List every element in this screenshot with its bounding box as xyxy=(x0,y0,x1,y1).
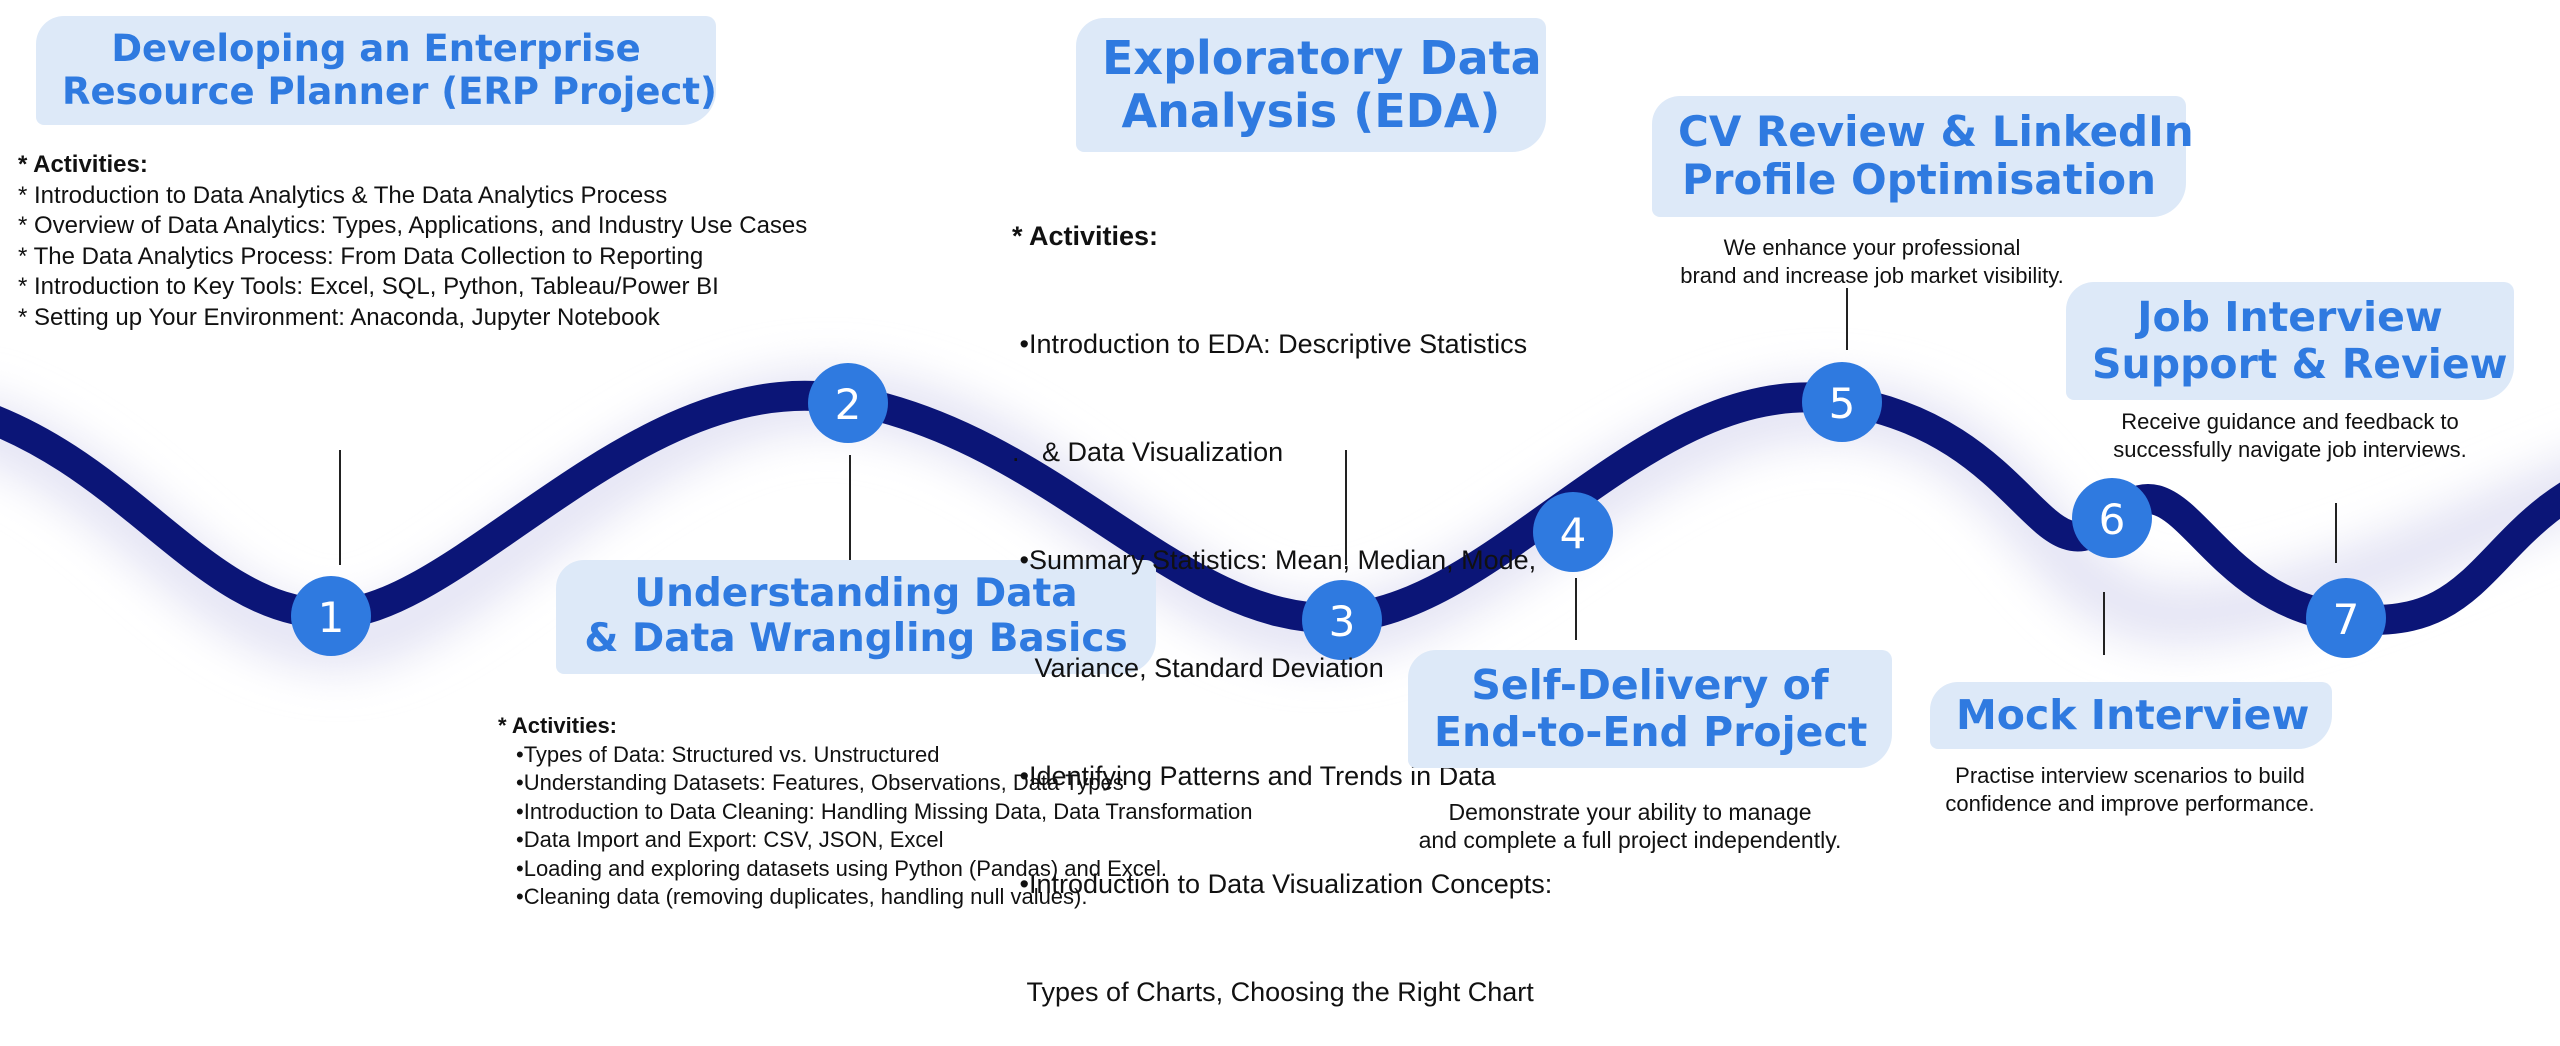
activity-item: * Introduction to Key Tools: Excel, SQL,… xyxy=(18,273,719,300)
activity-item: •Types of Data: Structured vs. Unstructu… xyxy=(516,741,940,767)
activity-item: •Identifying Patterns and Trends in Data xyxy=(1012,761,1496,791)
step-4-title: Self-Delivery of End-to-End Project xyxy=(1408,650,1892,769)
activity-item: •Summary Statistics: Mean, Median, Mode, xyxy=(1012,545,1537,575)
step-2-title: Understanding Data & Data Wrangling Basi… xyxy=(556,560,1156,674)
activities-heading: * Activities: xyxy=(498,713,618,738)
activity-item: •Introduction to Data Visualization Conc… xyxy=(1012,869,1553,899)
node-number: 1 xyxy=(318,593,345,642)
node-number: 7 xyxy=(2333,595,2360,644)
step-2-activities: * Activities: •Types of Data: Structured… xyxy=(498,712,1253,912)
activity-item: •Introduction to Data Cleaning: Handling… xyxy=(516,798,1253,824)
node-6: 6 xyxy=(2072,478,2152,558)
activity-item: * Overview of Data Analytics: Types, App… xyxy=(18,212,808,239)
node-2: 2 xyxy=(808,363,888,443)
step-5-title: CV Review & LinkedIn Profile Optimisatio… xyxy=(1652,96,2194,217)
activity-item: •Understanding Datasets: Features, Obser… xyxy=(516,770,1124,795)
step-6-title: Mock Interview xyxy=(1930,682,2332,750)
node-number: 6 xyxy=(2099,495,2126,544)
node-1: 1 xyxy=(291,576,371,656)
wave-path xyxy=(0,380,2560,635)
activity-item: * Setting up Your Environment: Anaconda,… xyxy=(18,303,660,331)
step-7-description: Receive guidance and feedback to success… xyxy=(2113,409,2467,462)
activity-item: Variance, Standard Deviation xyxy=(1012,653,1384,683)
roadmap-wave: 1 2 3 4 5 6 7 xyxy=(0,288,2560,671)
step-5-description: We enhance your professional brand and i… xyxy=(1680,235,2064,288)
activity-item: * Introduction to Data Analytics & The D… xyxy=(18,181,668,209)
step-4-description: Demonstrate your ability to manage and c… xyxy=(1418,799,1842,853)
node-number: 5 xyxy=(1829,379,1856,428)
node-5: 5 xyxy=(1802,362,1882,442)
activity-item: •Loading and exploring datasets using Py… xyxy=(516,855,1168,881)
activity-item: Types of Charts, Choosing the Right Char… xyxy=(1012,977,1534,1007)
node-4: 4 xyxy=(1533,492,1613,572)
activity-item: •Cleaning data (removing duplicates, han… xyxy=(516,884,1088,909)
node-3: 3 xyxy=(1302,580,1382,660)
activity-item: •Introduction to EDA: Descriptive Statis… xyxy=(1012,329,1528,359)
node-7: 7 xyxy=(2306,578,2386,658)
step-1-activities: * Activities: * Introduction to Data Ana… xyxy=(18,150,807,333)
node-number: 2 xyxy=(835,380,862,429)
step-7-title: Job Interview Support & Review xyxy=(2066,282,2514,401)
step-3-activities: * Activities: •Introduction to EDA: Desc… xyxy=(1012,146,1552,1046)
activity-item: . & Data Visualization xyxy=(1012,437,1284,467)
activity-item: * The Data Analytics Process: From Data … xyxy=(18,242,704,270)
node-number: 3 xyxy=(1329,597,1356,646)
step-1-title: Developing an Enterprise Resource Planne… xyxy=(36,16,717,126)
activity-item: •Data Import and Export: CSV, JSON, Exce… xyxy=(516,827,944,852)
activities-heading: * Activities: xyxy=(18,151,148,178)
step-3-title: Exploratory Data Analysis (EDA) xyxy=(1076,18,1546,152)
node-number: 4 xyxy=(1560,509,1587,558)
step-6-description: Practise interview scenarios to build co… xyxy=(1945,763,2315,816)
activities-heading: * Activities: xyxy=(1012,221,1159,251)
